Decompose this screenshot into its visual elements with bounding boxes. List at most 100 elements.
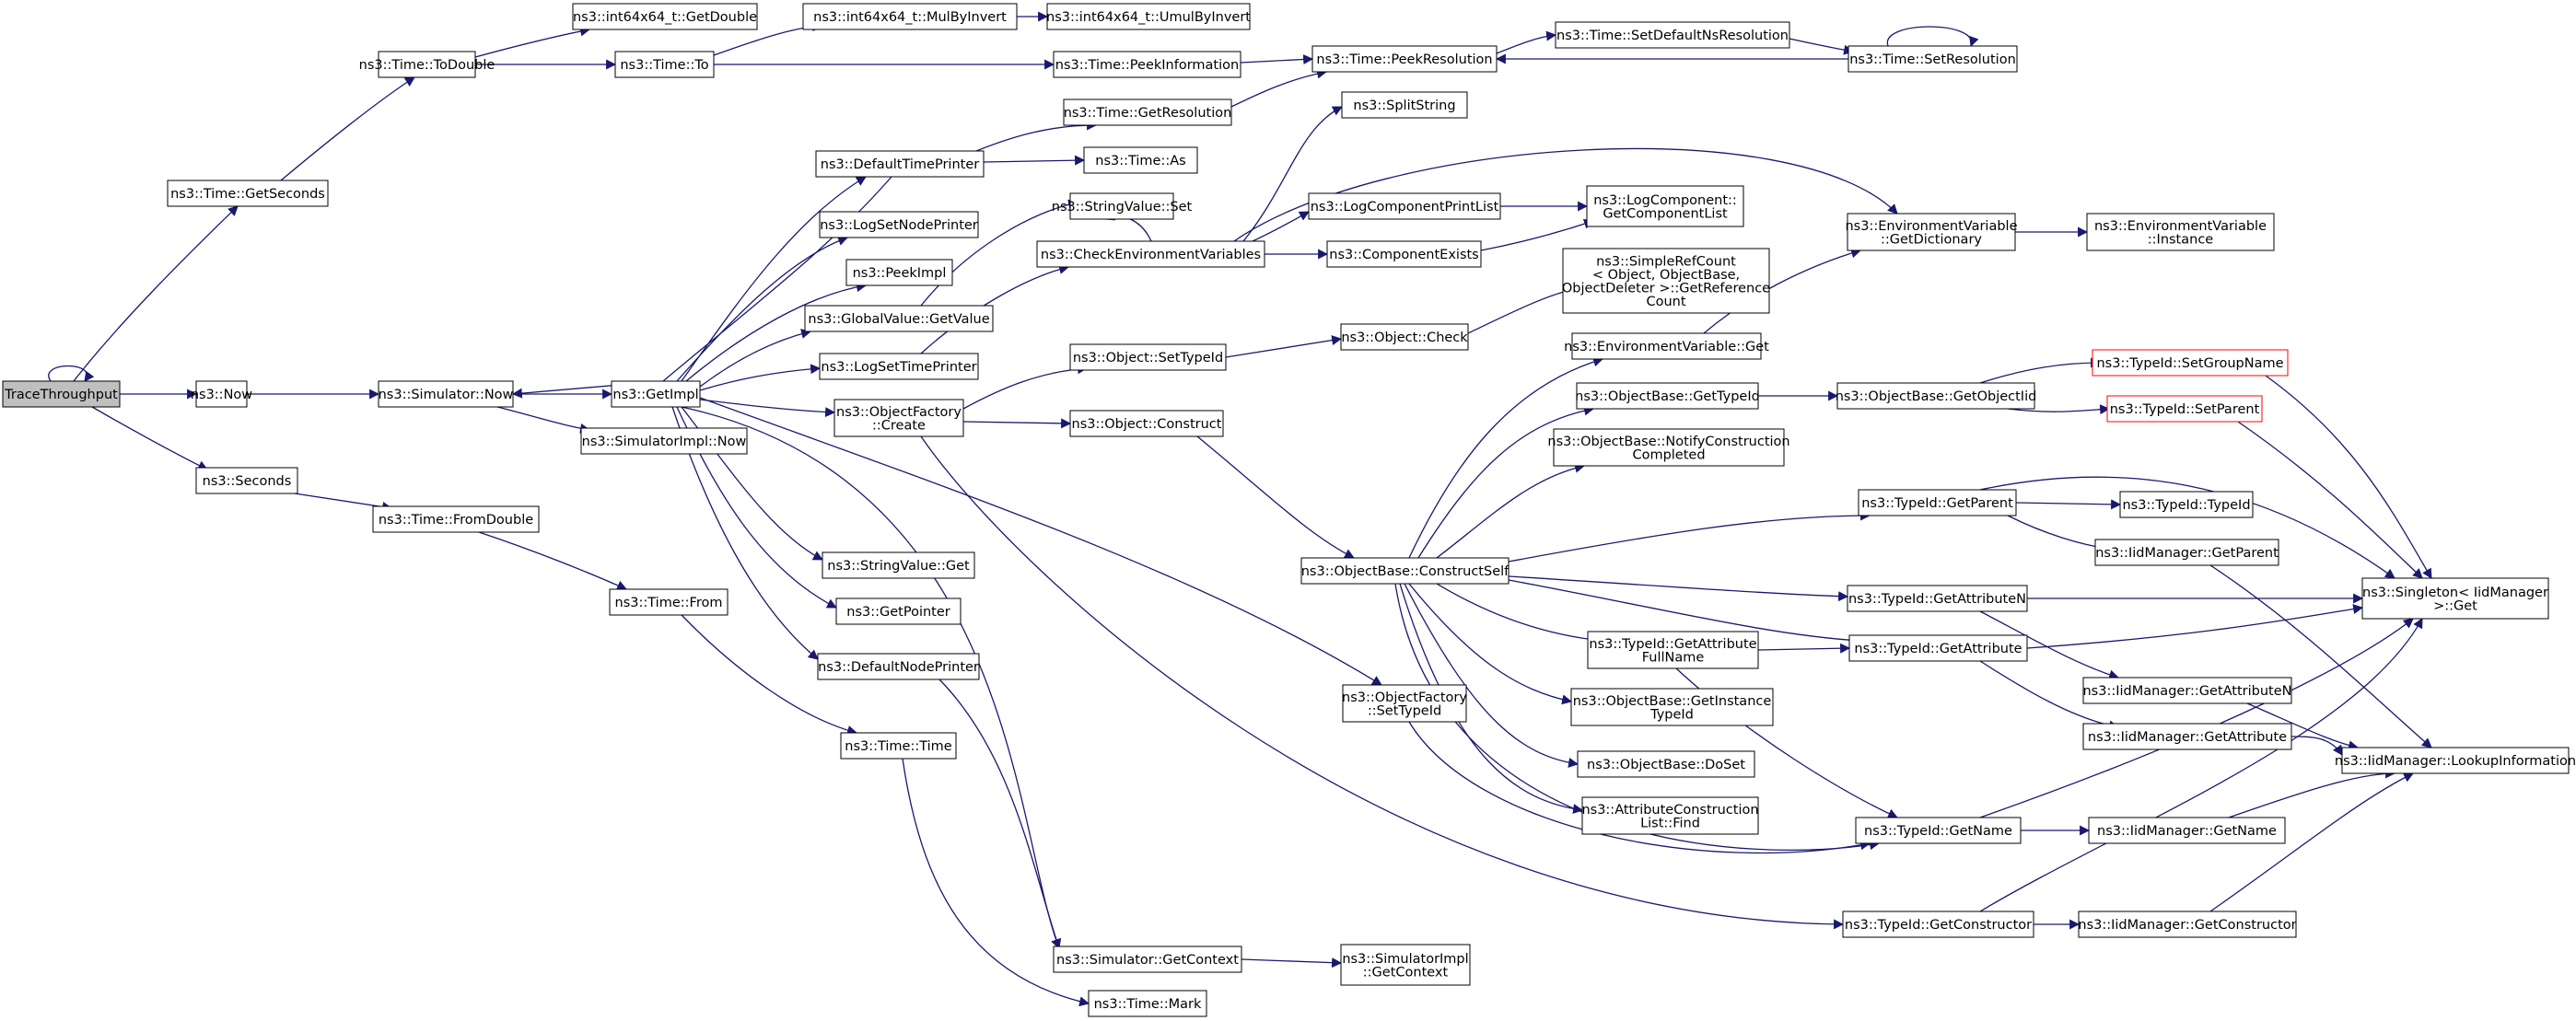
node-n20[interactable]: ns3::Time::As — [1083, 146, 1198, 174]
node-n16[interactable]: ns3::Time::SetDefaultNsResolution — [1555, 21, 1790, 49]
node-n2[interactable]: ns3::Now — [191, 380, 252, 408]
node-n12[interactable]: ns3::int64x64_t::MulByInvert — [802, 3, 1018, 30]
node-n8[interactable]: ns3::Time::To — [614, 51, 715, 78]
edge-n19-to-n20 — [983, 155, 1086, 166]
node-n49[interactable]: ns3::Singleton< IidManager>::Get — [2361, 577, 2549, 620]
edge-line — [1417, 405, 1595, 559]
edge-line — [1979, 476, 2395, 579]
node-n23[interactable]: ns3::StringValue::Set — [1052, 192, 1193, 220]
edge-line — [699, 399, 836, 418]
node-n25[interactable]: ns3::LogComponent::GetComponentList — [1586, 185, 1744, 227]
node-label: ns3::ObjectBase::GetTypeId — [1575, 389, 1760, 404]
edge-line — [713, 21, 823, 56]
node-n28[interactable]: ns3::PeekImpl — [845, 259, 953, 286]
node-n56[interactable]: ns3::ObjectFactory::SetTypeId — [1342, 684, 1467, 723]
node-n26[interactable]: ns3::EnvironmentVariable::GetDictionary — [1845, 213, 2018, 251]
node-n4[interactable]: ns3::Time::ToDouble — [359, 51, 495, 78]
node-n68[interactable]: ns3::SimulatorImpl::GetContext — [1340, 944, 1471, 986]
node-n9[interactable]: ns3::GetImpl — [611, 380, 701, 408]
node-n15[interactable]: ns3::Time::PeekResolution — [1311, 45, 1498, 73]
node-box — [1340, 323, 1469, 351]
edge-line — [91, 406, 208, 470]
node-n67[interactable]: ns3::Simulator::GetContext — [1053, 946, 1242, 973]
node-box — [1848, 634, 2028, 662]
node-n5[interactable]: ns3::Simulator::Now — [378, 380, 514, 408]
edge-line — [478, 531, 628, 590]
edge-line — [1979, 618, 2423, 912]
node-n46[interactable]: ns3::IidManager::GetParent — [2094, 539, 2279, 566]
node-n32[interactable]: ns3::SimpleRefCount< Object, ObjectBase,… — [1562, 248, 1770, 314]
node-label: ns3::SimulatorImpl::Now — [582, 435, 747, 449]
node-box — [1342, 684, 1467, 723]
node-n60[interactable]: ns3::IidManager::LookupInformation — [2335, 747, 2576, 774]
edge-n66-to-n60 — [2209, 772, 2414, 912]
node-label: ns3::LogComponentPrintList — [1311, 200, 1499, 215]
node-n40[interactable]: ns3::ObjectFactory::Create — [833, 399, 964, 437]
node-box — [1308, 192, 1501, 220]
node-n54[interactable]: ns3::DefaultNodePrinter — [817, 653, 980, 680]
node-n59[interactable]: ns3::Time::Time — [840, 732, 957, 760]
edge-line — [1242, 106, 1343, 242]
node-n69[interactable]: ns3::Time::Mark — [1088, 990, 1207, 1017]
node-n66[interactable]: ns3::IidManager::GetConstructor — [2078, 911, 2297, 938]
edge-n18-to-n15 — [1230, 68, 1328, 108]
node-n44[interactable]: ns3::TypeId::GetParent — [1858, 489, 2017, 516]
node-n63[interactable]: ns3::TypeId::GetName — [1855, 817, 2022, 844]
node-n34[interactable]: ns3::Object::Check — [1340, 323, 1469, 351]
node-n39[interactable]: ns3::ObjectBase::GetObjectIid — [1836, 382, 2037, 410]
node-n33[interactable]: ns3::Object::SetTypeId — [1069, 343, 1227, 371]
node-n41[interactable]: ns3::TypeId::SetParent — [2106, 395, 2263, 423]
edge-n47-to-n50 — [1508, 575, 1849, 602]
node-label: ns3::GetImpl — [612, 388, 698, 402]
node-n24[interactable]: ns3::LogComponentPrintList — [1308, 192, 1501, 220]
node-n21[interactable]: ns3::SplitString — [1341, 91, 1468, 119]
node-n65[interactable]: ns3::TypeId::GetConstructor — [1842, 911, 2034, 938]
node-n19[interactable]: ns3::DefaultTimePrinter — [815, 150, 985, 178]
edge-line — [1436, 462, 1586, 559]
node-n45[interactable]: ns3::TypeId::TypeId — [2119, 491, 2254, 518]
node-n29[interactable]: ns3::CheckEnvironmentVariables — [1036, 240, 1265, 268]
node-n7[interactable]: ns3::int64x64_t::GetDouble — [572, 3, 758, 30]
node-n64[interactable]: ns3::IidManager::GetName — [2088, 817, 2286, 844]
edge-n44-to-n49 — [1979, 476, 2395, 579]
node-n55[interactable]: ns3::IidManager::GetAttributeN — [2082, 677, 2292, 704]
node-n10[interactable]: ns3::SimulatorImpl::Now — [580, 427, 748, 455]
node-n3[interactable]: ns3::Seconds — [195, 467, 298, 494]
edge-n9-to-n40 — [699, 399, 836, 418]
node-n6[interactable]: ns3::Time::FromDouble — [372, 505, 540, 533]
node-n18[interactable]: ns3::Time::GetResolution — [1063, 99, 1232, 126]
node-box — [611, 380, 701, 408]
node-n47[interactable]: ns3::ObjectBase::ConstructSelf — [1300, 557, 1509, 585]
node-box — [378, 380, 514, 408]
node-label: ObjectDeleter >::GetReference — [1562, 281, 1770, 296]
node-n0[interactable]: TraceThroughput — [2, 380, 121, 408]
node-n1[interactable]: ns3::Time::GetSeconds — [167, 180, 329, 207]
node-n50[interactable]: ns3::TypeId::GetAttributeN — [1847, 585, 2028, 612]
node-n48[interactable]: ns3::StringValue::Get — [822, 551, 975, 579]
node-box — [802, 3, 1018, 30]
node-n53[interactable]: ns3::TypeId::GetAttribute — [1848, 634, 2028, 662]
node-n37[interactable]: ns3::TypeId::SetGroupName — [2092, 349, 2289, 377]
node-n61[interactable]: ns3::ObjectBase::DoSet — [1577, 750, 1755, 778]
node-n27[interactable]: ns3::EnvironmentVariable::Instance — [2086, 213, 2275, 251]
node-label: ns3::TypeId::GetName — [1864, 824, 2012, 839]
node-n42[interactable]: ns3::Object::Construct — [1069, 410, 1224, 437]
node-n22[interactable]: ns3::LogSetNodePrinter — [819, 211, 979, 238]
node-n31[interactable]: ns3::GlobalValue::GetValue — [804, 305, 994, 332]
node-n58[interactable]: ns3::IidManager::GetAttribute — [2082, 723, 2292, 750]
node-n36[interactable]: ns3::EnvironmentVariable::Get — [1564, 332, 1769, 360]
node-n13[interactable]: ns3::int64x64_t::UmulByInvert — [1046, 3, 1251, 30]
node-n43[interactable]: ns3::ObjectBase::NotifyConstructionCompl… — [1547, 428, 1790, 467]
node-n30[interactable]: ns3::ComponentExists — [1326, 240, 1482, 268]
node-n17[interactable]: ns3::Time::SetResolution — [1847, 45, 2018, 73]
node-n35[interactable]: ns3::LogSetTimePrinter — [819, 353, 979, 380]
node-n14[interactable]: ns3::Time::PeekInformation — [1053, 51, 1241, 78]
edge-line — [902, 758, 1090, 1007]
node-n11[interactable]: ns3::Time::From — [609, 588, 729, 616]
node-box — [833, 399, 964, 437]
node-n38[interactable]: ns3::ObjectBase::GetTypeId — [1575, 382, 1760, 410]
node-n51[interactable]: ns3::GetPointer — [835, 598, 962, 625]
